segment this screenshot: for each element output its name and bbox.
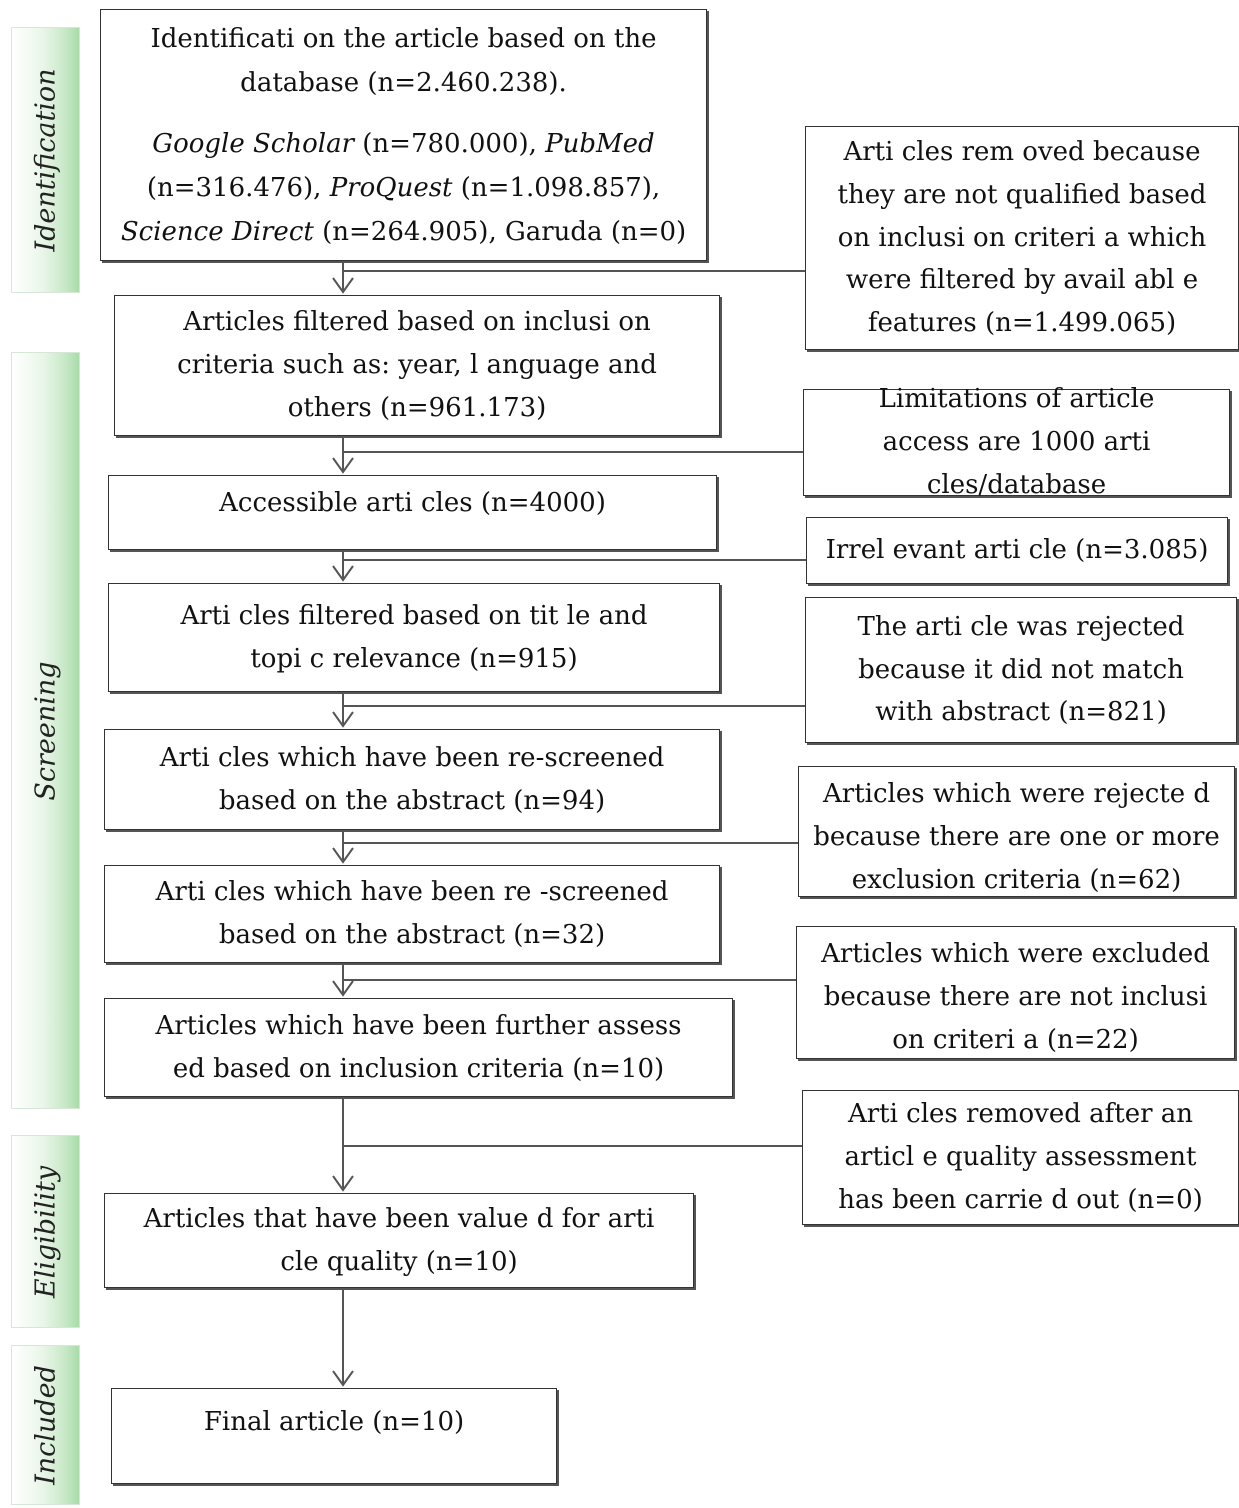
exclusion-branch-lines bbox=[343, 270, 806, 1147]
identification-line-2: database (n=2.460.238). bbox=[240, 67, 567, 98]
rescreened-32-box: Arti cles which have been re -screened b… bbox=[104, 865, 720, 963]
excluded-inclusion-box: Articles which were excluded because the… bbox=[796, 926, 1235, 1059]
final-article-box: Final article (n=10) bbox=[111, 1388, 557, 1484]
source-science-direct: Science Direct bbox=[120, 216, 314, 247]
rejected-abstract-box: The arti cle was rejected because it did… bbox=[805, 597, 1237, 743]
further-assessed-box: Articles which have been further assess … bbox=[104, 998, 733, 1097]
filtered-inclusion-box: Articles filtered based on inclusi on cr… bbox=[114, 295, 720, 436]
phase-screening: Screening bbox=[11, 352, 80, 1109]
source-pubmed: PubMed bbox=[545, 129, 655, 160]
identification-box: Identificati on the article based on the… bbox=[100, 9, 707, 261]
accessible-box: Accessible arti cles (n=4000) bbox=[108, 475, 717, 550]
valued-quality-box: Articles that have been value d for arti… bbox=[104, 1193, 694, 1288]
rescreened-94-box: Arti cles which have been re-screened ba… bbox=[104, 729, 720, 830]
phase-eligibility: Eligibility bbox=[11, 1135, 80, 1328]
title-topic-box: Arti cles filtered based on tit le and t… bbox=[108, 583, 720, 692]
identification-sources-line-2: (n=316.476), ProQuest (n=1.098.857), bbox=[147, 167, 660, 211]
source-proquest: ProQuest bbox=[329, 173, 453, 204]
rejected-exclusion-box: Articles which were rejecte d because th… bbox=[798, 766, 1235, 897]
removed-not-qualified-box: Arti cles rem oved because they are not … bbox=[805, 126, 1239, 350]
source-proquest-count: (n=1.098.857), bbox=[452, 173, 661, 204]
source-google-scholar-count: (n=780.000), bbox=[354, 129, 546, 160]
access-limit-box: Limitations of article access are 1000 a… bbox=[803, 384, 1230, 500]
identification-sources-line-1: Google Scholar (n=780.000), PubMed bbox=[152, 123, 654, 167]
identification-sources-line-3: Science Direct (n=264.905), Garuda (n=0) bbox=[121, 211, 686, 255]
identification-line-1: Identificati on the article based on the bbox=[150, 24, 657, 54]
main-flow-arrows bbox=[332, 261, 354, 1387]
source-google-scholar: Google Scholar bbox=[152, 129, 354, 160]
phase-included: Included bbox=[11, 1345, 80, 1505]
source-pubmed-count: (n=316.476), bbox=[146, 173, 330, 204]
source-science-direct-garuda-count: (n=264.905), Garuda (n=0) bbox=[313, 216, 687, 247]
irrelevant-box: Irrel evant arti cle (n=3.085) bbox=[806, 517, 1228, 584]
removed-quality-box: Arti cles removed after an articl e qual… bbox=[802, 1090, 1239, 1225]
phase-identification: Identification bbox=[11, 27, 80, 293]
